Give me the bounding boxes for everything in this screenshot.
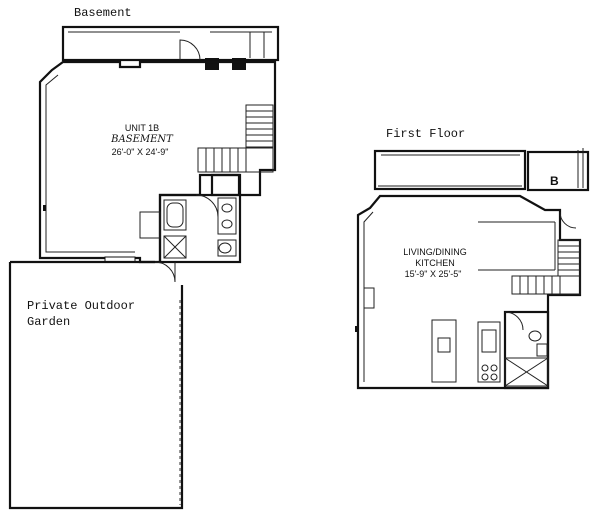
first-floor-heading: First Floor xyxy=(386,127,466,141)
column xyxy=(205,58,219,70)
kitchen-counter xyxy=(477,321,501,383)
private-garden xyxy=(8,260,184,510)
basement-door-swing xyxy=(179,39,201,61)
column xyxy=(232,58,246,70)
shower xyxy=(163,235,187,259)
unit-1b-name: UNIT 1B xyxy=(124,123,160,133)
basement-vault-strip xyxy=(61,25,280,62)
basement-bathroom xyxy=(139,193,242,264)
room-b-marker: B xyxy=(550,174,559,188)
first-floor-bathroom xyxy=(503,310,550,390)
bathtub xyxy=(163,199,187,231)
toilet xyxy=(528,330,542,342)
basement-closet xyxy=(210,173,241,197)
front-bay xyxy=(373,149,527,191)
first-floor-plan xyxy=(355,148,590,390)
living-name: LIVING/DINING KITCHEN xyxy=(403,247,467,268)
kitchen xyxy=(431,319,501,383)
sink xyxy=(221,203,233,213)
basement-stairs xyxy=(197,104,274,173)
room-b xyxy=(526,150,590,192)
basement-heading: Basement xyxy=(74,6,132,20)
living-size: 15'-9" X 25'-5" xyxy=(404,269,462,279)
unit-1b-size: 26'-0" X 24'-9" xyxy=(111,147,169,157)
bathtub xyxy=(504,357,549,387)
unit-1b-level: BASEMENT xyxy=(111,134,173,145)
garden-heading: Private Outdoor Garden xyxy=(27,299,136,329)
basement-plan xyxy=(38,25,280,283)
kitchen-sink xyxy=(437,337,451,353)
first-floor-stairs xyxy=(511,239,581,295)
toilet xyxy=(217,239,237,257)
sink xyxy=(221,219,233,229)
bath-door-swing xyxy=(195,194,219,218)
vanity xyxy=(217,197,237,235)
sink xyxy=(536,343,548,357)
kitchen-counter xyxy=(431,319,457,383)
garden-door-swing xyxy=(154,261,176,283)
fireplace xyxy=(363,287,375,309)
